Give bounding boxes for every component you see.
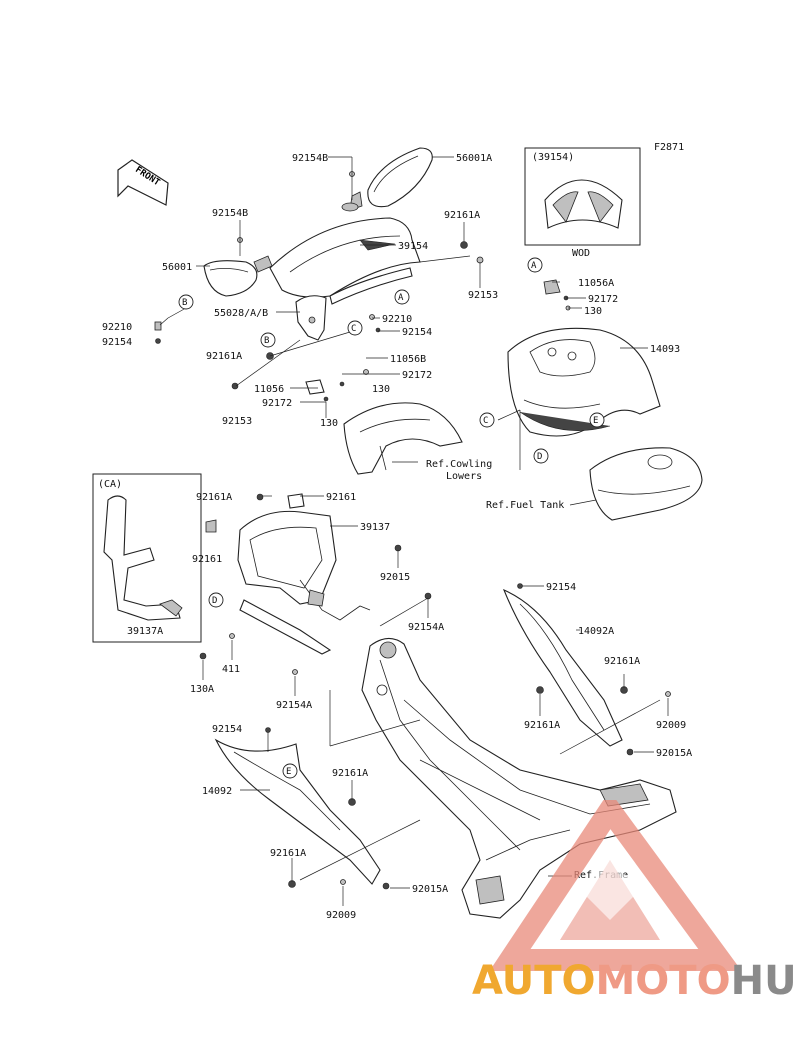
part-11056B: 11056B xyxy=(390,354,426,365)
mirror-left xyxy=(203,255,273,297)
mirror-right xyxy=(341,147,433,212)
callout-C-right: C xyxy=(479,412,495,428)
part-92154A-bottom: 92154A xyxy=(276,700,312,711)
inset-wod-code: (39154) xyxy=(532,152,574,163)
inset-ca: (CA) 39137A xyxy=(92,473,202,643)
part-92153-right: 92153 xyxy=(468,290,498,301)
part-11056A: 11056A xyxy=(578,278,614,289)
part-92210-left: 92210 xyxy=(102,322,132,333)
part-92154B-left: 92154B xyxy=(212,208,248,219)
svg-text:A: A xyxy=(398,293,404,303)
svg-text:B: B xyxy=(264,336,269,346)
part-55028: 55028/A/B xyxy=(214,308,268,319)
part-92009-right: 92009 xyxy=(656,720,686,731)
fuel-tank xyxy=(589,447,703,521)
watermark-hub: HUB xyxy=(730,958,800,1004)
part-130A: 130A xyxy=(190,684,214,695)
ref-fuel-tank: Ref.Fuel Tank xyxy=(486,500,564,511)
part-130-mid: 130 xyxy=(372,384,390,395)
part-56001: 56001 xyxy=(162,262,192,273)
front-arrow-icon: FRONT xyxy=(117,159,169,206)
small-fasteners xyxy=(154,171,671,890)
part-92161A-right-2: 92161A xyxy=(524,720,560,731)
callout-A-right: A xyxy=(527,257,543,273)
part-92172-right: 92172 xyxy=(588,294,618,305)
part-92154B-top: 92154B xyxy=(292,153,328,164)
leader-lines xyxy=(159,156,669,906)
watermark-logo-icon xyxy=(489,800,742,971)
part-92154-left: 92154 xyxy=(102,337,132,348)
side-panel-14092 xyxy=(214,738,381,885)
svg-text:B: B xyxy=(182,298,187,308)
part-92172-mid: 92172 xyxy=(402,370,432,381)
svg-text:C: C xyxy=(483,416,488,426)
part-56001A: 56001A xyxy=(456,153,492,164)
ref-cowling-lowers: Lowers xyxy=(446,471,482,482)
part-130-bottom: 130 xyxy=(320,418,338,429)
part-11056: 11056 xyxy=(254,384,284,395)
part-92153-left: 92153 xyxy=(222,416,252,427)
part-92154-right: 92154 xyxy=(546,582,576,593)
watermark-auto: AUTO xyxy=(472,958,596,1004)
svg-text:E: E xyxy=(593,416,598,426)
svg-text:D: D xyxy=(212,596,217,606)
part-14092: 14092 xyxy=(202,786,232,797)
part-92161A-bottom-left: 92161A xyxy=(332,768,368,779)
part-411: 411 xyxy=(222,664,240,675)
part-92161A-right-1: 92161A xyxy=(604,656,640,667)
inner-panel-14093 xyxy=(507,327,661,437)
ref-cowling: Ref.Cowling xyxy=(426,459,492,470)
inset-wod-label: WOD xyxy=(572,248,590,259)
inset-ca-code: (CA) xyxy=(98,479,122,490)
part-92161A-left: 92161A xyxy=(206,351,242,362)
part-92161-left: 92161 xyxy=(192,554,222,565)
svg-text:E: E xyxy=(286,767,291,777)
part-92015: 92015 xyxy=(380,572,410,583)
svg-text:C: C xyxy=(351,324,356,334)
part-92172-left: 92172 xyxy=(262,398,292,409)
cowling-lowers xyxy=(343,402,463,475)
part-39137: 39137 xyxy=(360,522,390,533)
callout-C-mid: C xyxy=(347,320,363,336)
part-92015A-bottom: 92015A xyxy=(412,884,448,895)
watermark-moto: MOTO xyxy=(595,958,731,1004)
part-92210-mid: 92210 xyxy=(382,314,412,325)
inset-wod: (39154) WOD xyxy=(524,147,641,259)
inset-ca-part: 39137A xyxy=(127,626,163,637)
part-92015A-right: 92015A xyxy=(656,748,692,759)
part-92009-bottom: 92009 xyxy=(326,910,356,921)
part-39154: 39154 xyxy=(398,241,428,252)
part-92154-mid: 92154 xyxy=(402,327,432,338)
part-92161A-top: 92161A xyxy=(444,210,480,221)
callout-D-left: D xyxy=(208,592,224,608)
callout-B-mid: B xyxy=(260,332,276,348)
callout-E-right: E xyxy=(589,412,605,428)
part-130-right: 130 xyxy=(584,306,602,317)
side-panel-14092A xyxy=(502,588,623,747)
watermark-text: AUTOMOTOHUB xyxy=(472,958,800,1004)
callout-D-right: D xyxy=(533,448,549,464)
bracket-39137 xyxy=(237,510,371,655)
callout-A-top: A xyxy=(394,289,410,305)
part-92161-center: 92161 xyxy=(326,492,356,503)
svg-text:D: D xyxy=(537,452,542,462)
part-92154A-right: 92154A xyxy=(408,622,444,633)
svg-text:A: A xyxy=(531,261,537,271)
part-92161A-center: 92161A xyxy=(196,492,232,503)
figure-code: F2871 xyxy=(654,142,684,153)
bracket-55028 xyxy=(295,295,327,341)
part-14092A: 14092A xyxy=(578,626,614,637)
callout-E-left: E xyxy=(282,763,298,779)
callout-B-left: B xyxy=(178,294,194,310)
part-14093: 14093 xyxy=(650,344,680,355)
part-92161A-bottom-left-2: 92161A xyxy=(270,848,306,859)
part-92154-bottom-left: 92154 xyxy=(212,724,242,735)
